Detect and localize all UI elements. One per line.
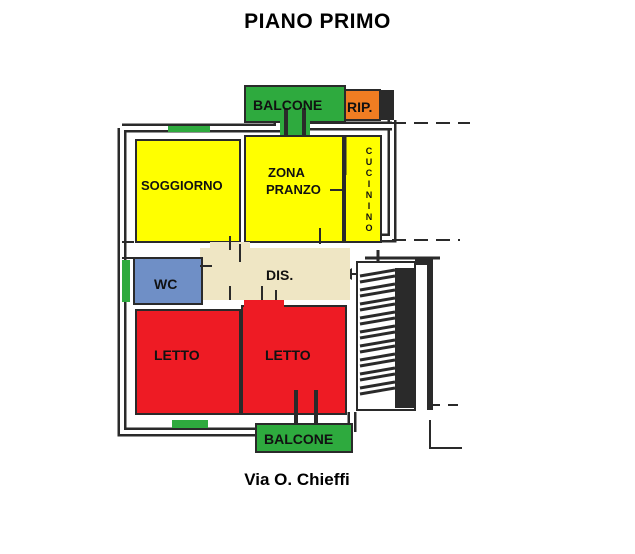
cucinino-letter: N xyxy=(366,212,373,222)
room-balcone-bottom: BALCONE xyxy=(255,423,353,453)
stair-step xyxy=(359,324,396,340)
room-letto-right: LETTO xyxy=(241,300,347,426)
balcone-top-label: BALCONE xyxy=(253,97,322,113)
room-rip: RIP. xyxy=(344,89,394,121)
dis-label: DIS. xyxy=(266,267,293,283)
cucinino-letter: C xyxy=(366,146,373,156)
cucinino-letter: I xyxy=(368,179,371,189)
balcone-bottom-label: BALCONE xyxy=(264,431,333,447)
stair-step xyxy=(359,310,396,326)
cucinino-letter: U xyxy=(366,157,373,167)
room-zona-pranzo: ZONA PRANZO xyxy=(244,135,360,244)
window-icon xyxy=(168,126,210,132)
letto-right-label: LETTO xyxy=(265,347,311,363)
stair-step xyxy=(359,352,396,368)
pranzo-label: PRANZO xyxy=(266,182,321,197)
stair-step xyxy=(359,338,396,354)
wc-fill xyxy=(133,257,203,305)
rip-label: RIP. xyxy=(347,99,372,115)
cucinino-letter: C xyxy=(366,168,373,178)
letto-left-label: LETTO xyxy=(154,347,200,363)
room-letto-left: LETTO xyxy=(135,309,241,428)
plan-title: PIANO PRIMO xyxy=(244,10,391,33)
soggiorno-label: SOGGIORNO xyxy=(141,178,223,193)
window-icon xyxy=(172,420,208,428)
letto-left-fill xyxy=(135,309,241,415)
balcone-bottom-fill xyxy=(255,423,353,453)
cucinino-letter: N xyxy=(366,190,373,200)
zona-label: ZONA xyxy=(268,165,305,180)
stair-step xyxy=(359,366,396,382)
cucinino-letter: I xyxy=(368,201,371,211)
stair-step xyxy=(359,380,396,396)
soggiorno-fill xyxy=(135,139,241,243)
room-wc: WC xyxy=(122,257,212,305)
outer-walls xyxy=(117,118,470,449)
cucinino-letter: O xyxy=(365,223,372,233)
wc-label: WC xyxy=(154,276,177,292)
street-address: Via O. Chieffi xyxy=(244,470,350,489)
stair-step xyxy=(359,268,396,284)
window-icon xyxy=(122,260,130,302)
cucinino-fill xyxy=(344,135,382,243)
stair-step xyxy=(359,296,396,312)
stairwell xyxy=(342,250,440,411)
room-soggiorno: SOGGIORNO xyxy=(135,126,241,243)
room-dis: DIS. xyxy=(200,236,350,300)
zona-pranzo-fill xyxy=(244,135,344,243)
stair-step xyxy=(359,282,396,298)
